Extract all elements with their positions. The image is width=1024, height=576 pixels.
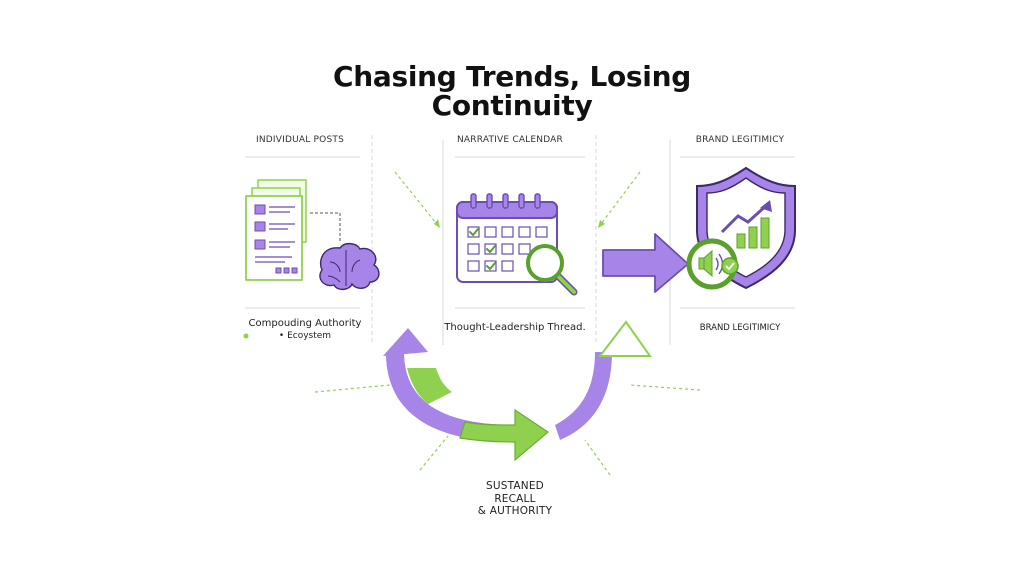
page-title: Chasing Trends, Losing Continuity bbox=[333, 60, 691, 122]
caption-compounding-authority: Compouding Authority • Ecoystem bbox=[230, 318, 380, 342]
bottom-label-line-1: SUSTANED bbox=[486, 480, 544, 492]
caption-line-1: Compouding Authority bbox=[248, 318, 362, 329]
column-label-brand-legitimicy: BRAND LEGITIMICY bbox=[695, 135, 785, 145]
dividers bbox=[245, 135, 795, 345]
speaker-check-icon bbox=[686, 238, 739, 290]
magnifier-icon bbox=[526, 244, 578, 296]
caption-brand-legitimicy: BRAND LEGITIMICY bbox=[699, 323, 781, 333]
column-label-narrative-calendar: NARRATIVE CALENDAR bbox=[456, 135, 563, 145]
guide-arrowheads bbox=[434, 219, 605, 228]
cycle-arrows-icon bbox=[383, 320, 652, 462]
bottom-label-line-2: RECALL bbox=[494, 492, 536, 505]
guide-arrows bbox=[314, 171, 701, 476]
caption-line-2: • Ecoystem bbox=[278, 331, 332, 341]
brain-icon bbox=[319, 242, 380, 291]
right-arrow-icon bbox=[602, 233, 689, 293]
documents-icon bbox=[245, 179, 341, 281]
bottom-label: SUSTANED RECALL & AUTHORITY bbox=[440, 480, 590, 518]
dot-marker bbox=[243, 333, 249, 339]
column-label-individual-posts: INDIVIDUAL POSTS bbox=[256, 135, 344, 145]
growth-chart-icon bbox=[720, 200, 772, 249]
bottom-label-line-3: & AUTHORITY bbox=[477, 505, 553, 517]
caption-thought-leadership: Thought-Leadership Thread. bbox=[444, 322, 586, 333]
